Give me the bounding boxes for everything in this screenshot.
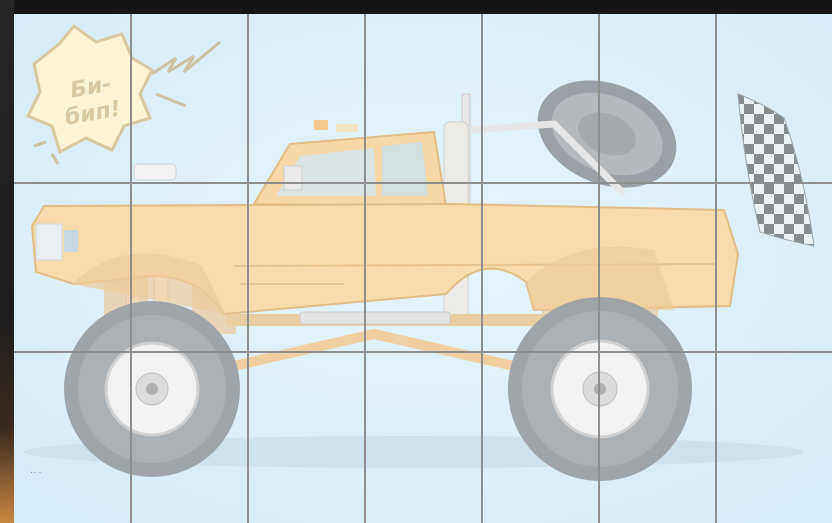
puzzle-board: Би- бип! <box>14 14 832 523</box>
puzzle-tile-r2c2[interactable] <box>132 184 249 353</box>
puzzle-grid <box>14 14 832 523</box>
beep-sticker: Би- бип! <box>25 23 221 165</box>
puzzle-tile-r2c5[interactable] <box>483 184 600 353</box>
puzzle-tile-r2c3[interactable] <box>249 184 366 353</box>
puzzle-tile-r2c1[interactable] <box>14 184 132 353</box>
spare-tire <box>537 80 677 188</box>
puzzle-tile-r3c6[interactable] <box>600 353 717 523</box>
checkered-flag <box>737 93 815 247</box>
puzzle-tile-r1c7[interactable] <box>717 14 832 184</box>
puzzle-tile-r3c2[interactable] <box>132 353 249 523</box>
puzzle-tile-r3c5[interactable] <box>483 353 600 523</box>
puzzle-tile-r1c6[interactable] <box>600 14 717 184</box>
puzzle-tile-r3c3[interactable] <box>249 353 366 523</box>
puzzle-tile-r1c3[interactable] <box>249 14 366 184</box>
puzzle-tile-r2c6[interactable] <box>600 184 717 353</box>
puzzle-tile-r3c7[interactable] <box>717 353 832 523</box>
puzzle-tile-r1c5[interactable] <box>483 14 600 184</box>
corner-dots: .. . <box>30 466 42 476</box>
rear-wheel <box>508 297 692 481</box>
truck-body <box>30 120 740 325</box>
puzzle-tile-r2c7[interactable] <box>717 184 832 353</box>
puzzle-tile-r1c4[interactable] <box>366 14 483 184</box>
puzzle-tile-r3c1[interactable] <box>14 353 132 523</box>
left-frame-strip <box>0 0 14 523</box>
puzzle-tile-r3c4[interactable] <box>366 353 483 523</box>
puzzle-tile-r1c1[interactable] <box>14 14 132 184</box>
puzzle-tile-r1c2[interactable] <box>132 14 249 184</box>
puzzle-tile-r2c4[interactable] <box>366 184 483 353</box>
puzzle-image: Би- бип! <box>14 14 832 523</box>
